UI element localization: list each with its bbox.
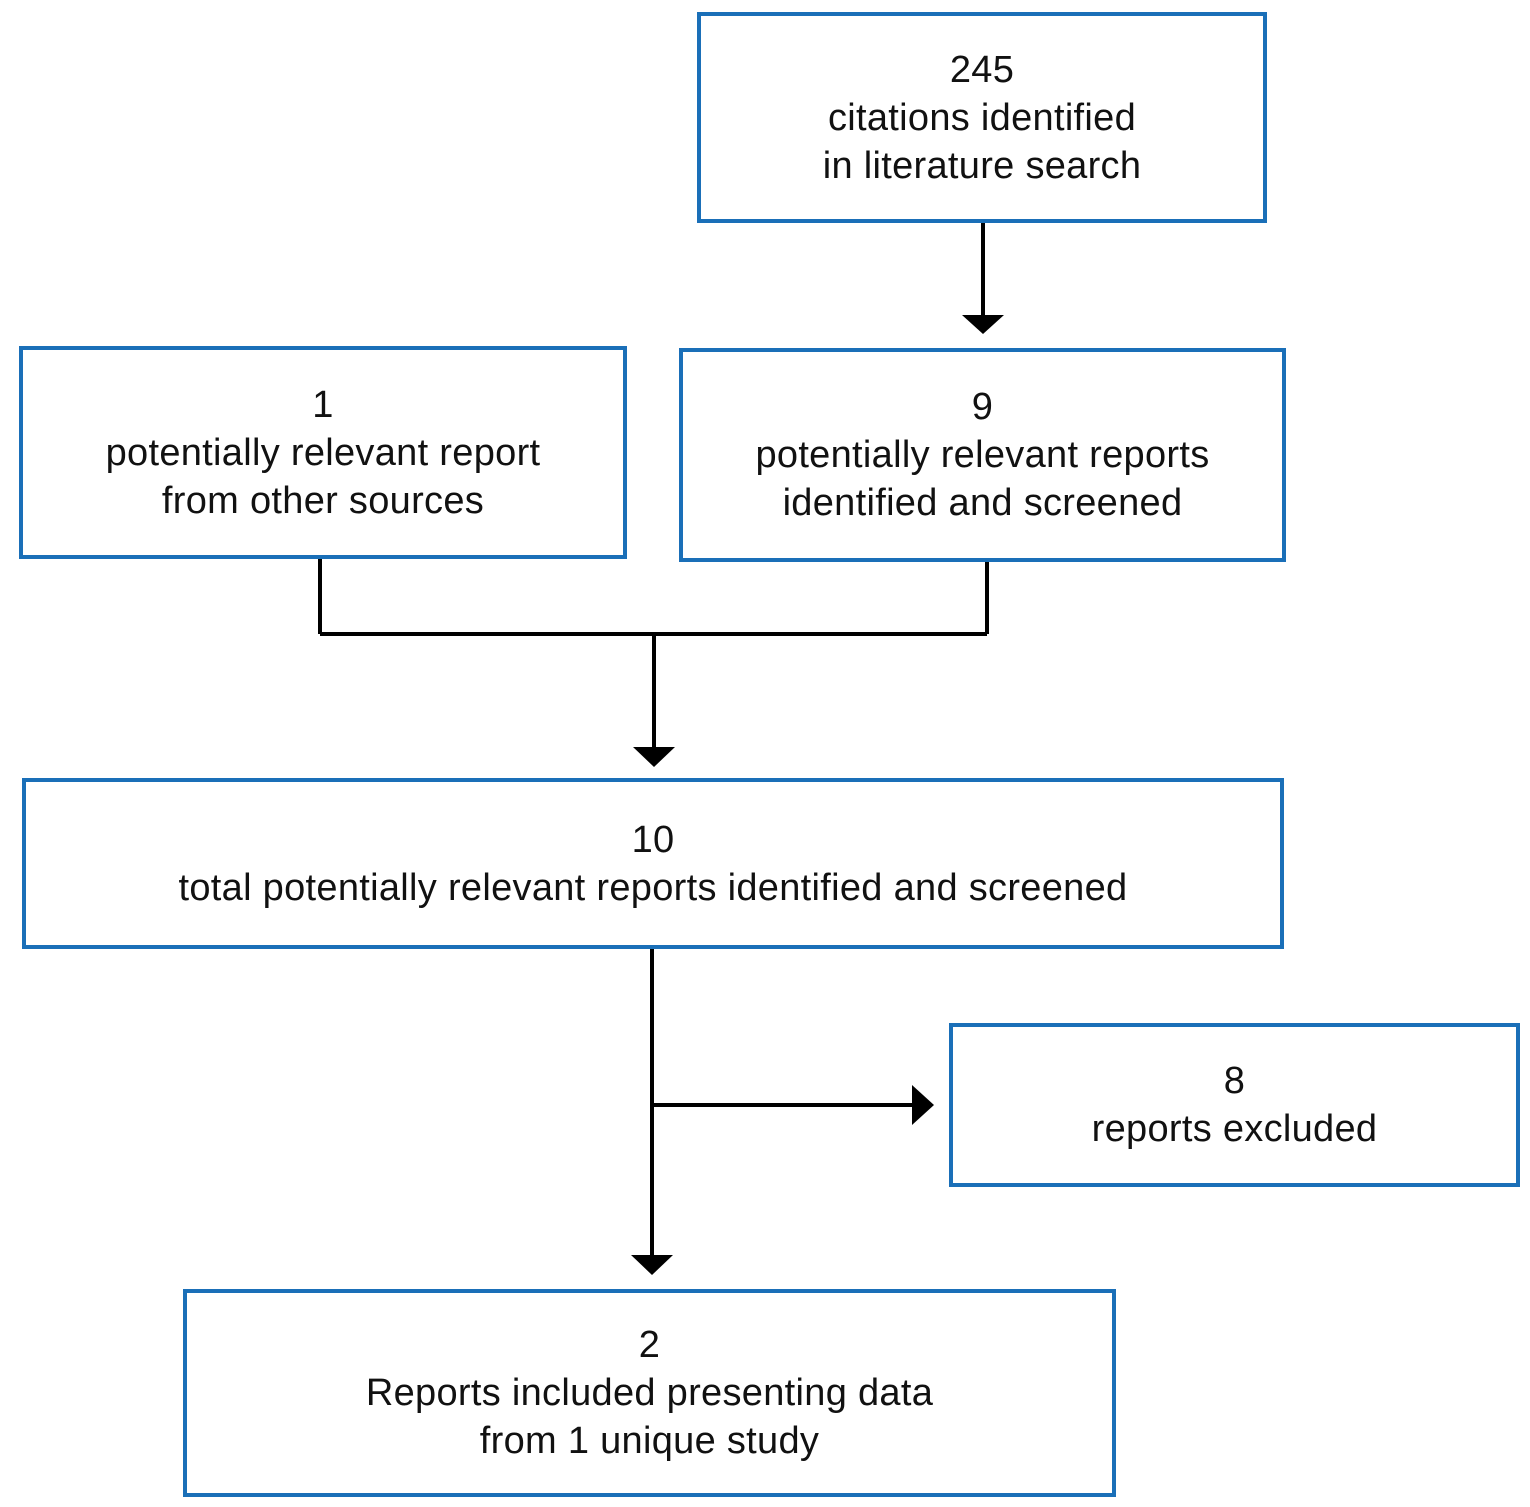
arrowhead-to-total bbox=[633, 747, 675, 767]
count-screened: 9 bbox=[971, 386, 994, 428]
count-literature-search: 245 bbox=[949, 48, 1015, 91]
box-included: 2 Reports included presenting data from … bbox=[183, 1289, 1116, 1497]
label-literature-search-line-2: in literature search bbox=[822, 144, 1142, 187]
count-included: 2 bbox=[638, 1324, 661, 1366]
box-other-sources: 1 potentially relevant report from other… bbox=[19, 346, 627, 559]
box-total-screened: 10 total potentially relevant reports id… bbox=[22, 778, 1284, 949]
label-literature-search-line-1: citations identified bbox=[827, 96, 1137, 139]
label-screened-line-1: potentially relevant reports bbox=[755, 434, 1210, 476]
count-excluded: 8 bbox=[1223, 1060, 1246, 1102]
arrowhead-to-screened bbox=[962, 315, 1004, 334]
arrowhead-to-excluded bbox=[912, 1085, 934, 1125]
label-total-line-1: total potentially relevant reports ident… bbox=[178, 866, 1128, 909]
box-literature-search: 245 citations identified in literature s… bbox=[697, 12, 1267, 223]
label-other-sources-line-2: from other sources bbox=[161, 479, 485, 522]
label-included-line-2: from 1 unique study bbox=[479, 1420, 820, 1462]
label-other-sources-line-1: potentially relevant report bbox=[105, 431, 541, 474]
label-excluded-line-1: reports excluded bbox=[1091, 1108, 1378, 1150]
count-total: 10 bbox=[631, 818, 675, 861]
label-included-line-1: Reports included presenting data bbox=[365, 1372, 934, 1414]
box-screened: 9 potentially relevant reports identifie… bbox=[679, 348, 1286, 562]
box-excluded: 8 reports excluded bbox=[949, 1023, 1520, 1187]
label-screened-line-2: identified and screened bbox=[782, 482, 1183, 524]
arrowhead-to-included bbox=[631, 1255, 673, 1275]
count-other-sources: 1 bbox=[312, 383, 334, 426]
